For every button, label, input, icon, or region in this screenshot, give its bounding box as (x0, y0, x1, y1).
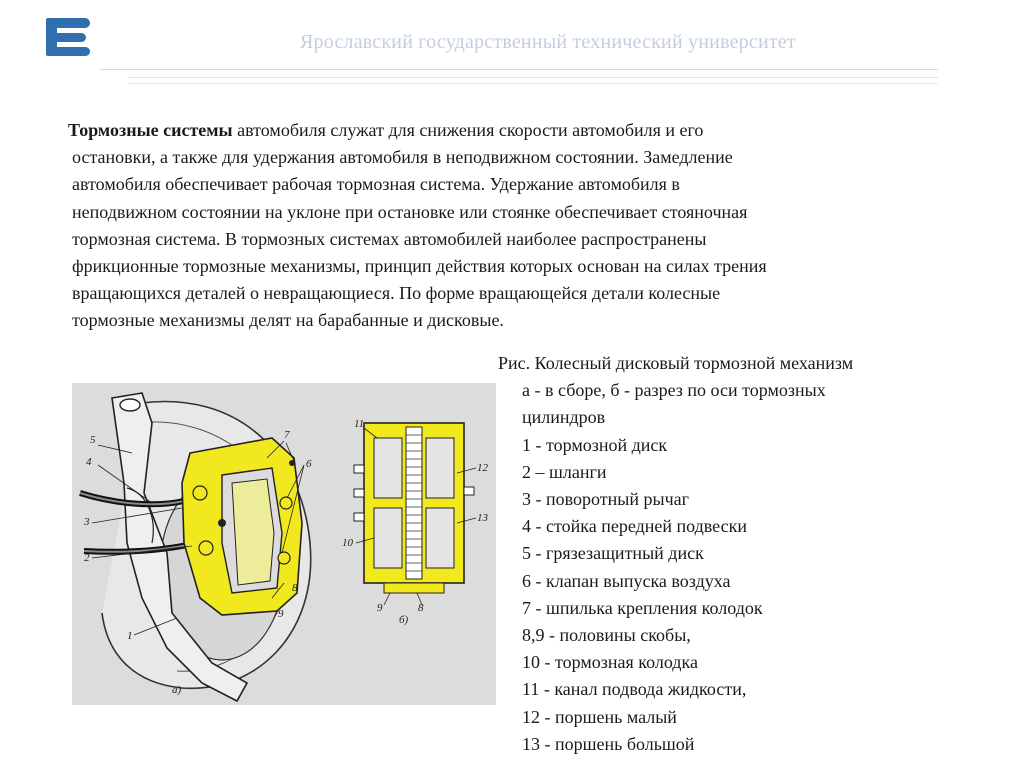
figure-label: 10 (342, 537, 354, 549)
intro-line: автомобиля обеспечивает рабочая тормозна… (72, 174, 680, 195)
brake-assembly-drawing: 5 4 3 2 1 7 6 8 9 а) (79, 392, 312, 703)
legend-item: 13 - поршень большой (522, 733, 695, 754)
legend-item: 11 - канал подвода жидкости, (522, 679, 747, 700)
legend-item: 7 - шпилька крепления колодок (522, 597, 763, 618)
intro-line: Тормозные системы автомобиля служат для … (68, 120, 704, 140)
intro-line: тормозная система. В тормозных системах … (72, 228, 707, 249)
intro-bold-lead: Тормозные системы (68, 120, 233, 140)
figure-label: б) (399, 614, 409, 626)
legend-item: 6 - клапан выпуска воздуха (522, 570, 731, 591)
figure-label: 3 (83, 516, 90, 528)
figure-label: 1 (127, 630, 133, 642)
legend-item: 12 - поршень малый (522, 706, 677, 727)
figure-label: а) (172, 684, 182, 696)
intro-line: вращающихся деталей о невращающиеся. По … (72, 283, 721, 304)
legend-item: 4 - стойка передней подвески (522, 516, 747, 537)
intro-paragraph: Тормозные системы автомобиля служат для … (68, 117, 970, 335)
figure-label: 9 (377, 602, 383, 614)
figure-caption: Рис. Колесный дисковый тормозной механиз… (498, 350, 1018, 758)
intro-line: тормозные механизмы делят на барабанные … (72, 310, 504, 331)
legend-item: 10 - тормозная колодка (522, 652, 698, 673)
header-divider (100, 69, 938, 70)
legend-item: 1 - тормозной диск (522, 434, 668, 455)
figure-label: 6 (306, 458, 312, 470)
caption-subtitle: а - в сборе, б - разрез по оси тормозных (522, 380, 826, 401)
legend-item: 3 - поворотный рычаг (522, 489, 690, 510)
brake-section-drawing: 11 12 13 10 9 б) 8 (342, 418, 489, 626)
university-logo (46, 18, 90, 56)
caption-title: Рис. Колесный дисковый тормозной механиз… (498, 353, 854, 373)
figure-label: 13 (477, 512, 489, 524)
header-divider (128, 83, 938, 84)
legend-item: 5 - грязезащитный диск (522, 543, 704, 564)
legend-list: 1 - тормозной диск 2 – шланги 3 - поворо… (498, 432, 1018, 758)
legend-item: 8,9 - половины скобы, (522, 625, 691, 646)
figure-label: 7 (284, 429, 290, 441)
figure-label: 2 (84, 552, 90, 564)
figure-label: 9 (278, 608, 284, 620)
figure-label: 11 (354, 418, 364, 430)
intro-line: остановки, а также для удержания автомоб… (72, 147, 733, 168)
intro-line: неподвижном состоянии на уклоне при оста… (72, 201, 748, 222)
figure-label: 8 (292, 582, 298, 594)
intro-line: фрикционные тормозные механизмы, принцип… (72, 256, 767, 277)
figure-label: 4 (86, 456, 92, 468)
header-divider (128, 77, 938, 78)
header-title: Ярославский государственный технический … (300, 31, 796, 53)
caption-subtitle: цилиндров (522, 407, 606, 428)
figure-label: 8 (418, 602, 424, 614)
legend-item: 2 – шланги (522, 461, 607, 482)
brake-mechanism-figure: 5 4 3 2 1 7 6 8 9 а) (72, 383, 496, 705)
figure-label: 5 (90, 434, 96, 446)
figure-label: 12 (477, 462, 489, 474)
